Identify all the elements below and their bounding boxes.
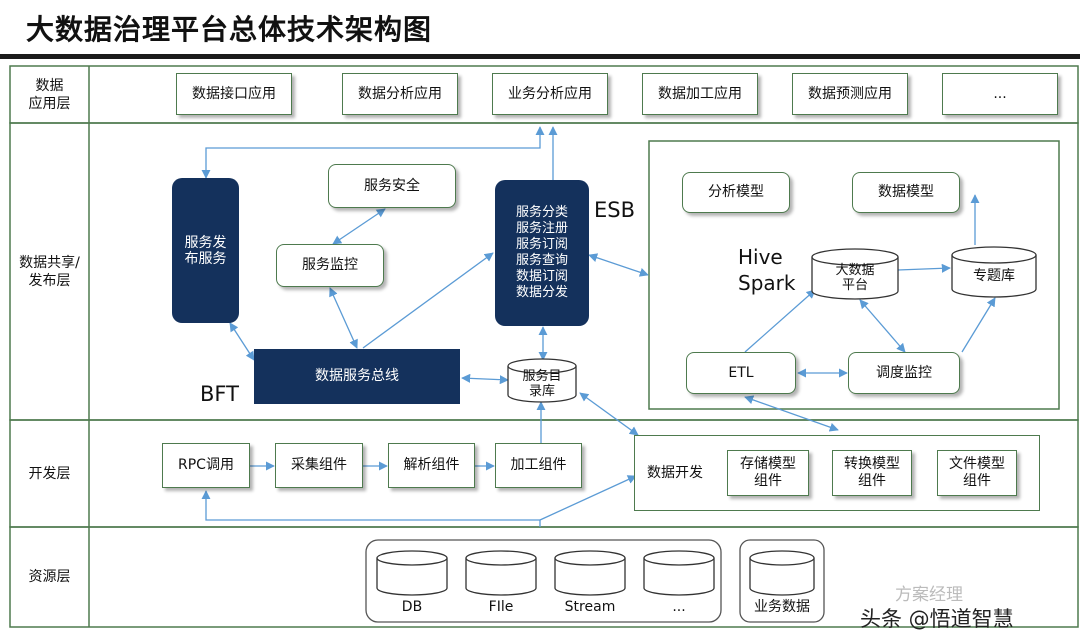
bigdata-platform-label: 大数据 平台 — [835, 263, 875, 293]
hive-spark-label: Hive Spark — [738, 245, 796, 295]
esb-services-box: 服务分类 服务注册 服务订阅 服务查询 数据订阅 数据分发 — [495, 180, 589, 326]
arrow-monitor-bus — [329, 287, 358, 349]
app-data-interface: 数据接口应用 — [176, 73, 292, 115]
arrow-bigdata-schedule — [859, 299, 906, 353]
service-security-box: 服务安全 — [328, 164, 456, 208]
analysis-model-box: 分析模型 — [682, 172, 790, 213]
data-service-bus: 数据服务总线 — [254, 349, 460, 404]
layer-resource-frame — [9, 526, 1079, 628]
file-cylinder — [465, 550, 537, 596]
source-db-label: DB — [401, 598, 423, 615]
arrow-resource-datadev — [539, 475, 637, 521]
page-title: 大数据治理平台总体技术架构图 — [26, 13, 433, 46]
source-more-label: ... — [672, 598, 686, 615]
watermark-brand: 方案经理 — [895, 585, 963, 605]
source-file-label: FIle — [488, 598, 514, 615]
title-rule — [0, 54, 1080, 59]
hive-cluster-frame — [648, 140, 1060, 410]
more-cylinder — [643, 550, 715, 596]
layer-label-dev: 开发层 — [28, 465, 71, 482]
topic-db-label: 专题库 — [973, 267, 1015, 284]
process-component-box: 加工组件 — [495, 443, 582, 488]
convert-model-box: 转换模型 组件 — [832, 450, 912, 496]
db-cylinder — [376, 550, 448, 596]
layer-label-resource: 资源层 — [28, 569, 71, 585]
app-data-processing: 数据加工应用 — [642, 73, 758, 115]
layer-label-app: 数据 应用层 — [28, 77, 71, 112]
bft-label: BFT — [200, 382, 239, 406]
arrow-catalog-datadev — [579, 392, 639, 436]
business-group-frame — [739, 539, 825, 623]
source-stream-label: Stream — [564, 598, 616, 615]
arrow-etl-datadev — [744, 395, 839, 432]
service-monitor-box: 服务监控 — [276, 244, 384, 287]
etl-box: ETL — [686, 352, 796, 394]
app-data-analysis: 数据分析应用 — [342, 73, 458, 115]
layer-label-share: 数据共享/ 发布层 — [19, 254, 80, 289]
app-more: ... — [942, 73, 1058, 115]
business-data-label: 业务数据 — [754, 598, 810, 615]
data-dev-label: 数据开发 — [647, 464, 703, 481]
rpc-call-box: RPC调用 — [162, 443, 250, 488]
service-catalog-label: 服务目 录库 — [522, 369, 562, 399]
arrow-publish-bus — [229, 322, 255, 361]
arrow-bus-catalog — [461, 373, 509, 385]
arrow-resource-rpc — [201, 490, 541, 527]
arrow-esb-hive — [588, 253, 649, 277]
source-group-frame — [365, 539, 722, 623]
parse-component-box: 解析组件 — [388, 443, 475, 488]
esb-label: ESB — [594, 198, 636, 222]
file-model-box: 文件模型 组件 — [937, 450, 1017, 496]
arrow-publish-app — [201, 126, 545, 179]
business-cylinder — [749, 550, 815, 596]
catalog-cylinder — [507, 358, 577, 403]
app-business-analysis: 业务分析应用 — [492, 73, 608, 115]
collect-component-box: 采集组件 — [275, 443, 363, 488]
arrow-etl-bigdata — [744, 289, 816, 353]
watermark-signature: 头条 @悟道智慧 — [860, 607, 1014, 631]
arrow-schedule-topic — [961, 297, 996, 353]
arrow-security-monitor — [332, 208, 386, 245]
app-data-prediction: 数据预测应用 — [792, 73, 908, 115]
bigdata-cylinder — [811, 248, 899, 300]
arrow-bus-esb — [362, 252, 494, 349]
storage-model-box: 存储模型 组件 — [727, 450, 809, 496]
arrow-bigdata-topic — [897, 263, 951, 273]
service-publish-box: 服务发 布服务 — [172, 178, 239, 323]
schedule-monitor-box: 调度监控 — [848, 352, 960, 394]
stream-cylinder — [554, 550, 626, 596]
data-model-box: 数据模型 — [852, 172, 960, 213]
topic-cylinder — [951, 246, 1037, 298]
